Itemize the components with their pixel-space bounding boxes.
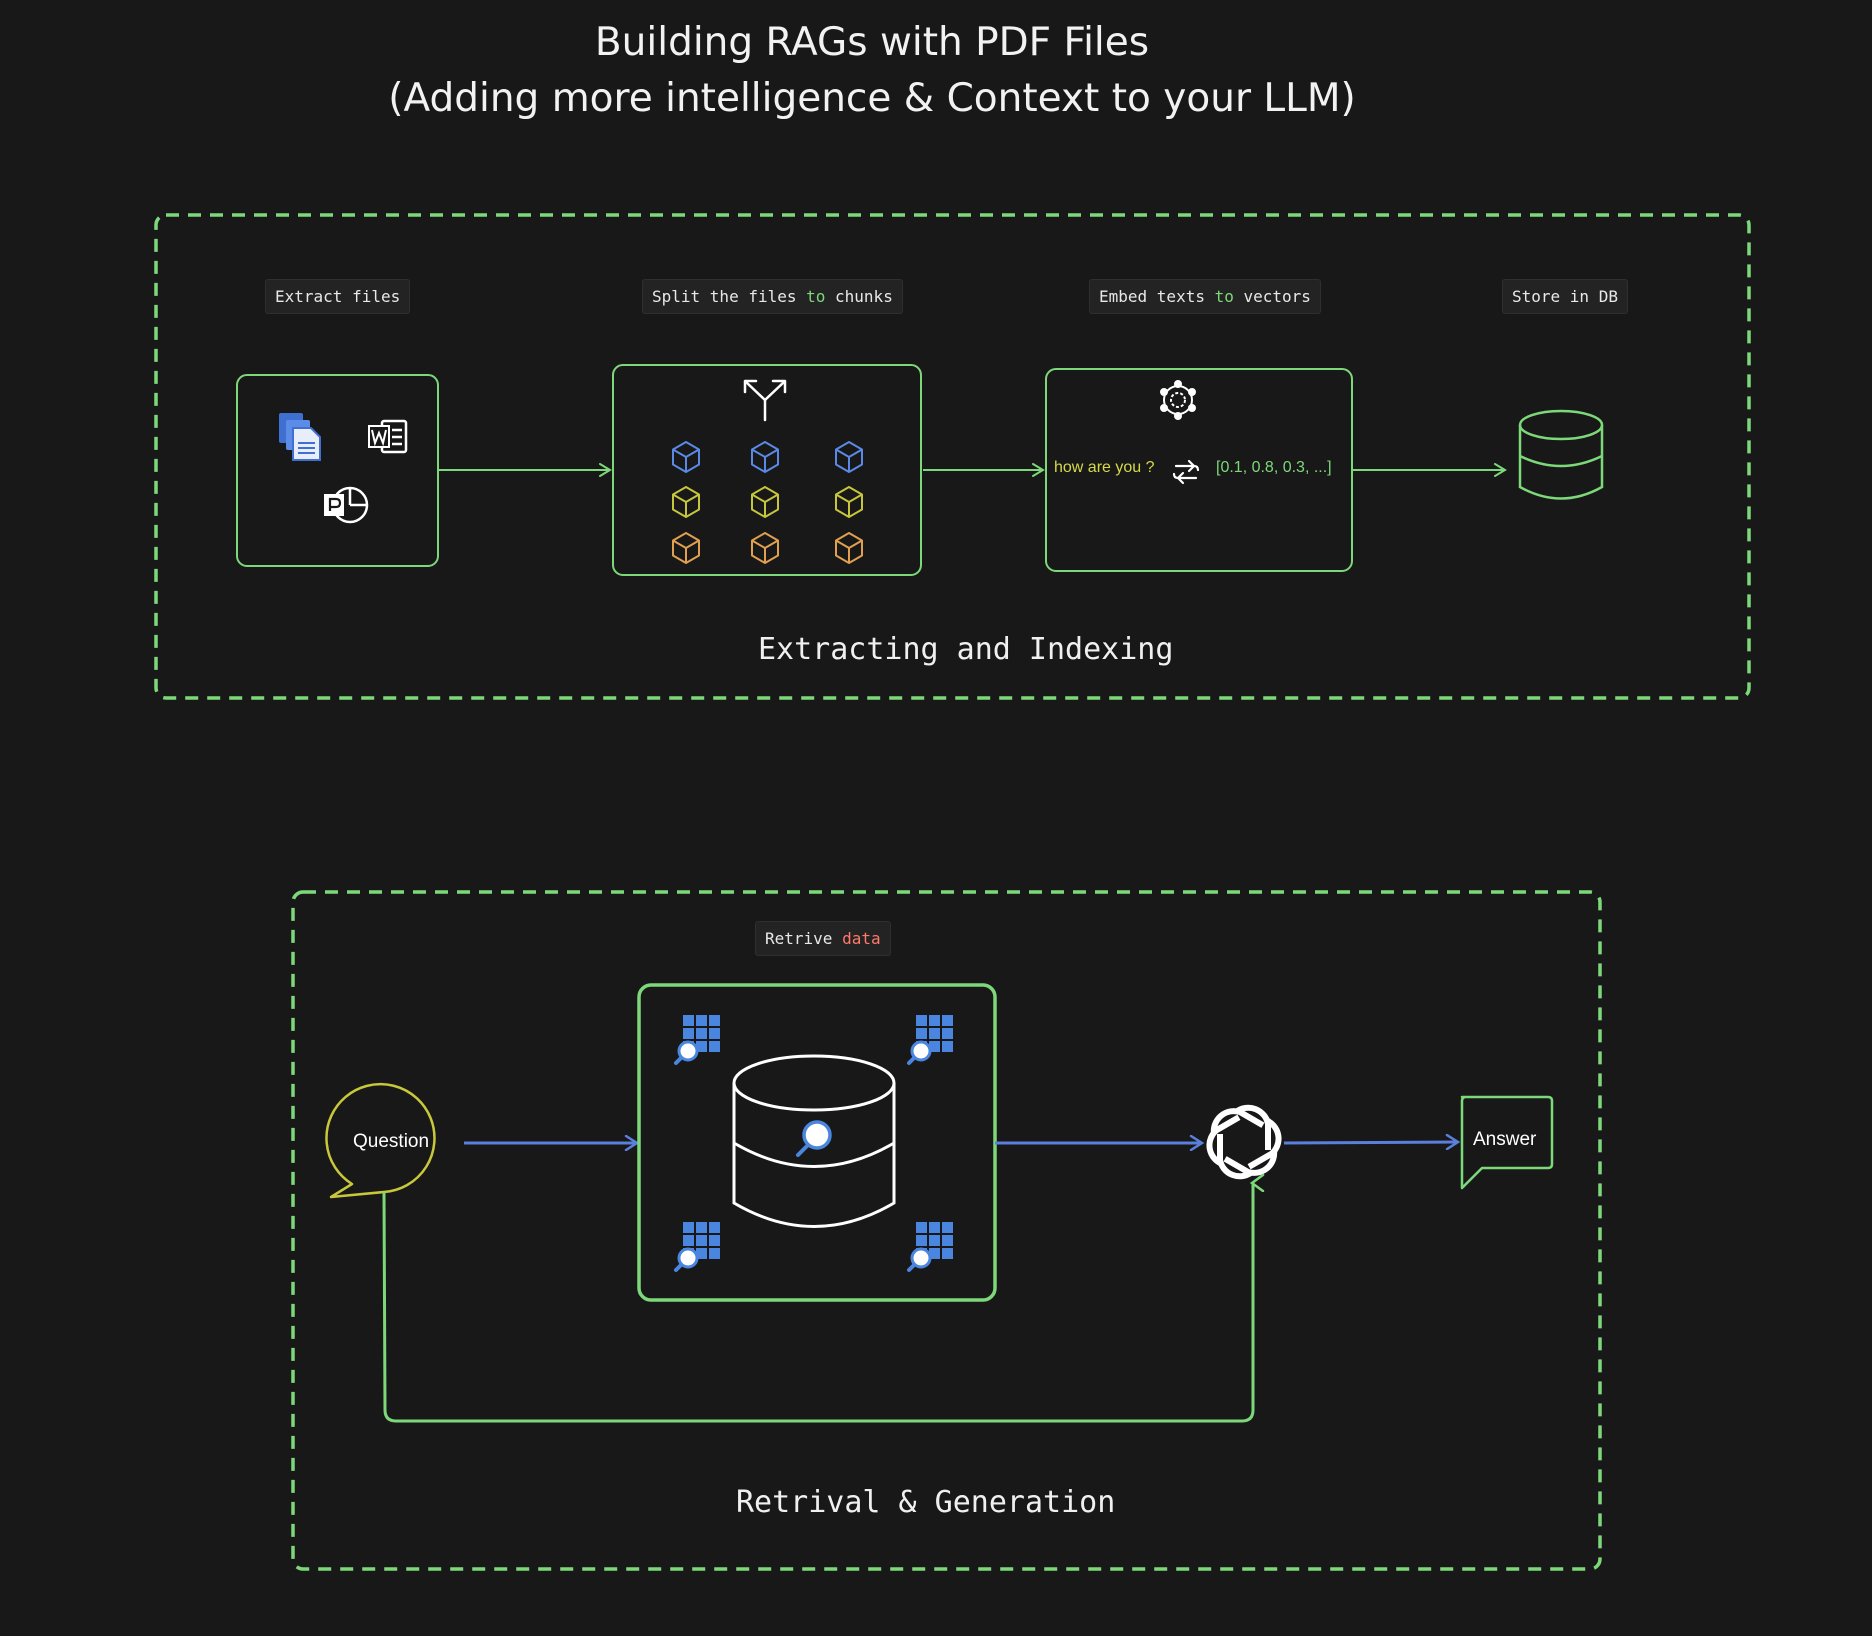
- chunk-cube-icon: [751, 486, 779, 518]
- powerpoint-icon: [324, 486, 369, 524]
- section-label-indexing: Extracting and Indexing: [758, 632, 1174, 667]
- step-tag-highlight: to: [1214, 287, 1234, 306]
- answer-bubble: [1460, 1095, 1554, 1190]
- embed-output-vector: [0.1, 0.8, 0.3, ...]: [1216, 459, 1332, 476]
- chunk-cube-icon: [835, 441, 863, 473]
- search-grid-icon: [674, 1220, 722, 1272]
- step-tag-text: Split the files: [652, 287, 807, 306]
- step-tag-highlight: data: [842, 929, 881, 948]
- step-tag-text: Embed texts: [1099, 287, 1215, 306]
- word-doc-icon: [368, 419, 408, 454]
- step-tag-embed-vectors: Embed texts to vectors: [1089, 279, 1321, 314]
- chunk-cube-icon: [751, 532, 779, 564]
- section-label-retrieval: Retrival & Generation: [736, 1485, 1116, 1520]
- search-grid-icon: [674, 1013, 722, 1065]
- step-tag-store-db: Store in DB: [1502, 279, 1628, 314]
- chunk-cube-icon: [835, 486, 863, 518]
- search-magnifier-icon: [796, 1120, 832, 1157]
- step-tag-text: vectors: [1233, 287, 1311, 306]
- arrow-question-to-llm-loop: [382, 1183, 1253, 1423]
- indexing-section-frame: [154, 213, 1751, 700]
- database-icon: [1518, 409, 1604, 500]
- vector-db-icon: [732, 1054, 896, 1228]
- chunk-cube-icon: [751, 441, 779, 473]
- step-tag-extract-files: Extract files: [265, 279, 411, 314]
- diagram-subtitle: (Adding more intelligence & Context to y…: [388, 76, 1356, 121]
- embed-vectors-box: [1045, 368, 1353, 572]
- step-tag-text: Store in DB: [1512, 287, 1618, 306]
- chunk-cube-icon: [672, 532, 700, 564]
- embed-input-text: how are you ?: [1054, 459, 1155, 476]
- search-grid-icon: [907, 1013, 955, 1065]
- question-label: Question: [353, 1131, 430, 1152]
- diagram-title: Building RAGs with PDF Files: [594, 20, 1150, 65]
- step-tag-highlight: to: [806, 287, 826, 306]
- chunk-cube-icon: [672, 441, 700, 473]
- convert-arrows-icon: [1172, 459, 1200, 485]
- llm-openai-icon: [1206, 1104, 1282, 1180]
- split-arrow-icon: [743, 379, 787, 422]
- step-tag-text: Extract files: [275, 287, 401, 306]
- chunk-cube-icon: [835, 532, 863, 564]
- step-tag-text: chunks: [825, 287, 893, 306]
- chunk-cube-icon: [672, 486, 700, 518]
- step-tag-text: Retrive: [765, 929, 843, 948]
- search-grid-icon: [907, 1220, 955, 1272]
- question-bubble: [325, 1082, 436, 1199]
- retriever-box: [637, 983, 997, 1302]
- documents-icon: [279, 413, 321, 461]
- arrow-llm-to-answer: [1283, 1142, 1458, 1143]
- retrieval-section-frame: [291, 890, 1602, 1571]
- answer-label: Answer: [1473, 1129, 1537, 1150]
- step-tag-retrieve-data: Retrive data: [755, 921, 891, 956]
- extract-files-box: [236, 374, 439, 567]
- embedding-model-icon: [1160, 380, 1196, 420]
- step-tag-split-chunks: Split the files to chunks: [642, 279, 903, 314]
- split-chunks-box: [612, 364, 922, 576]
